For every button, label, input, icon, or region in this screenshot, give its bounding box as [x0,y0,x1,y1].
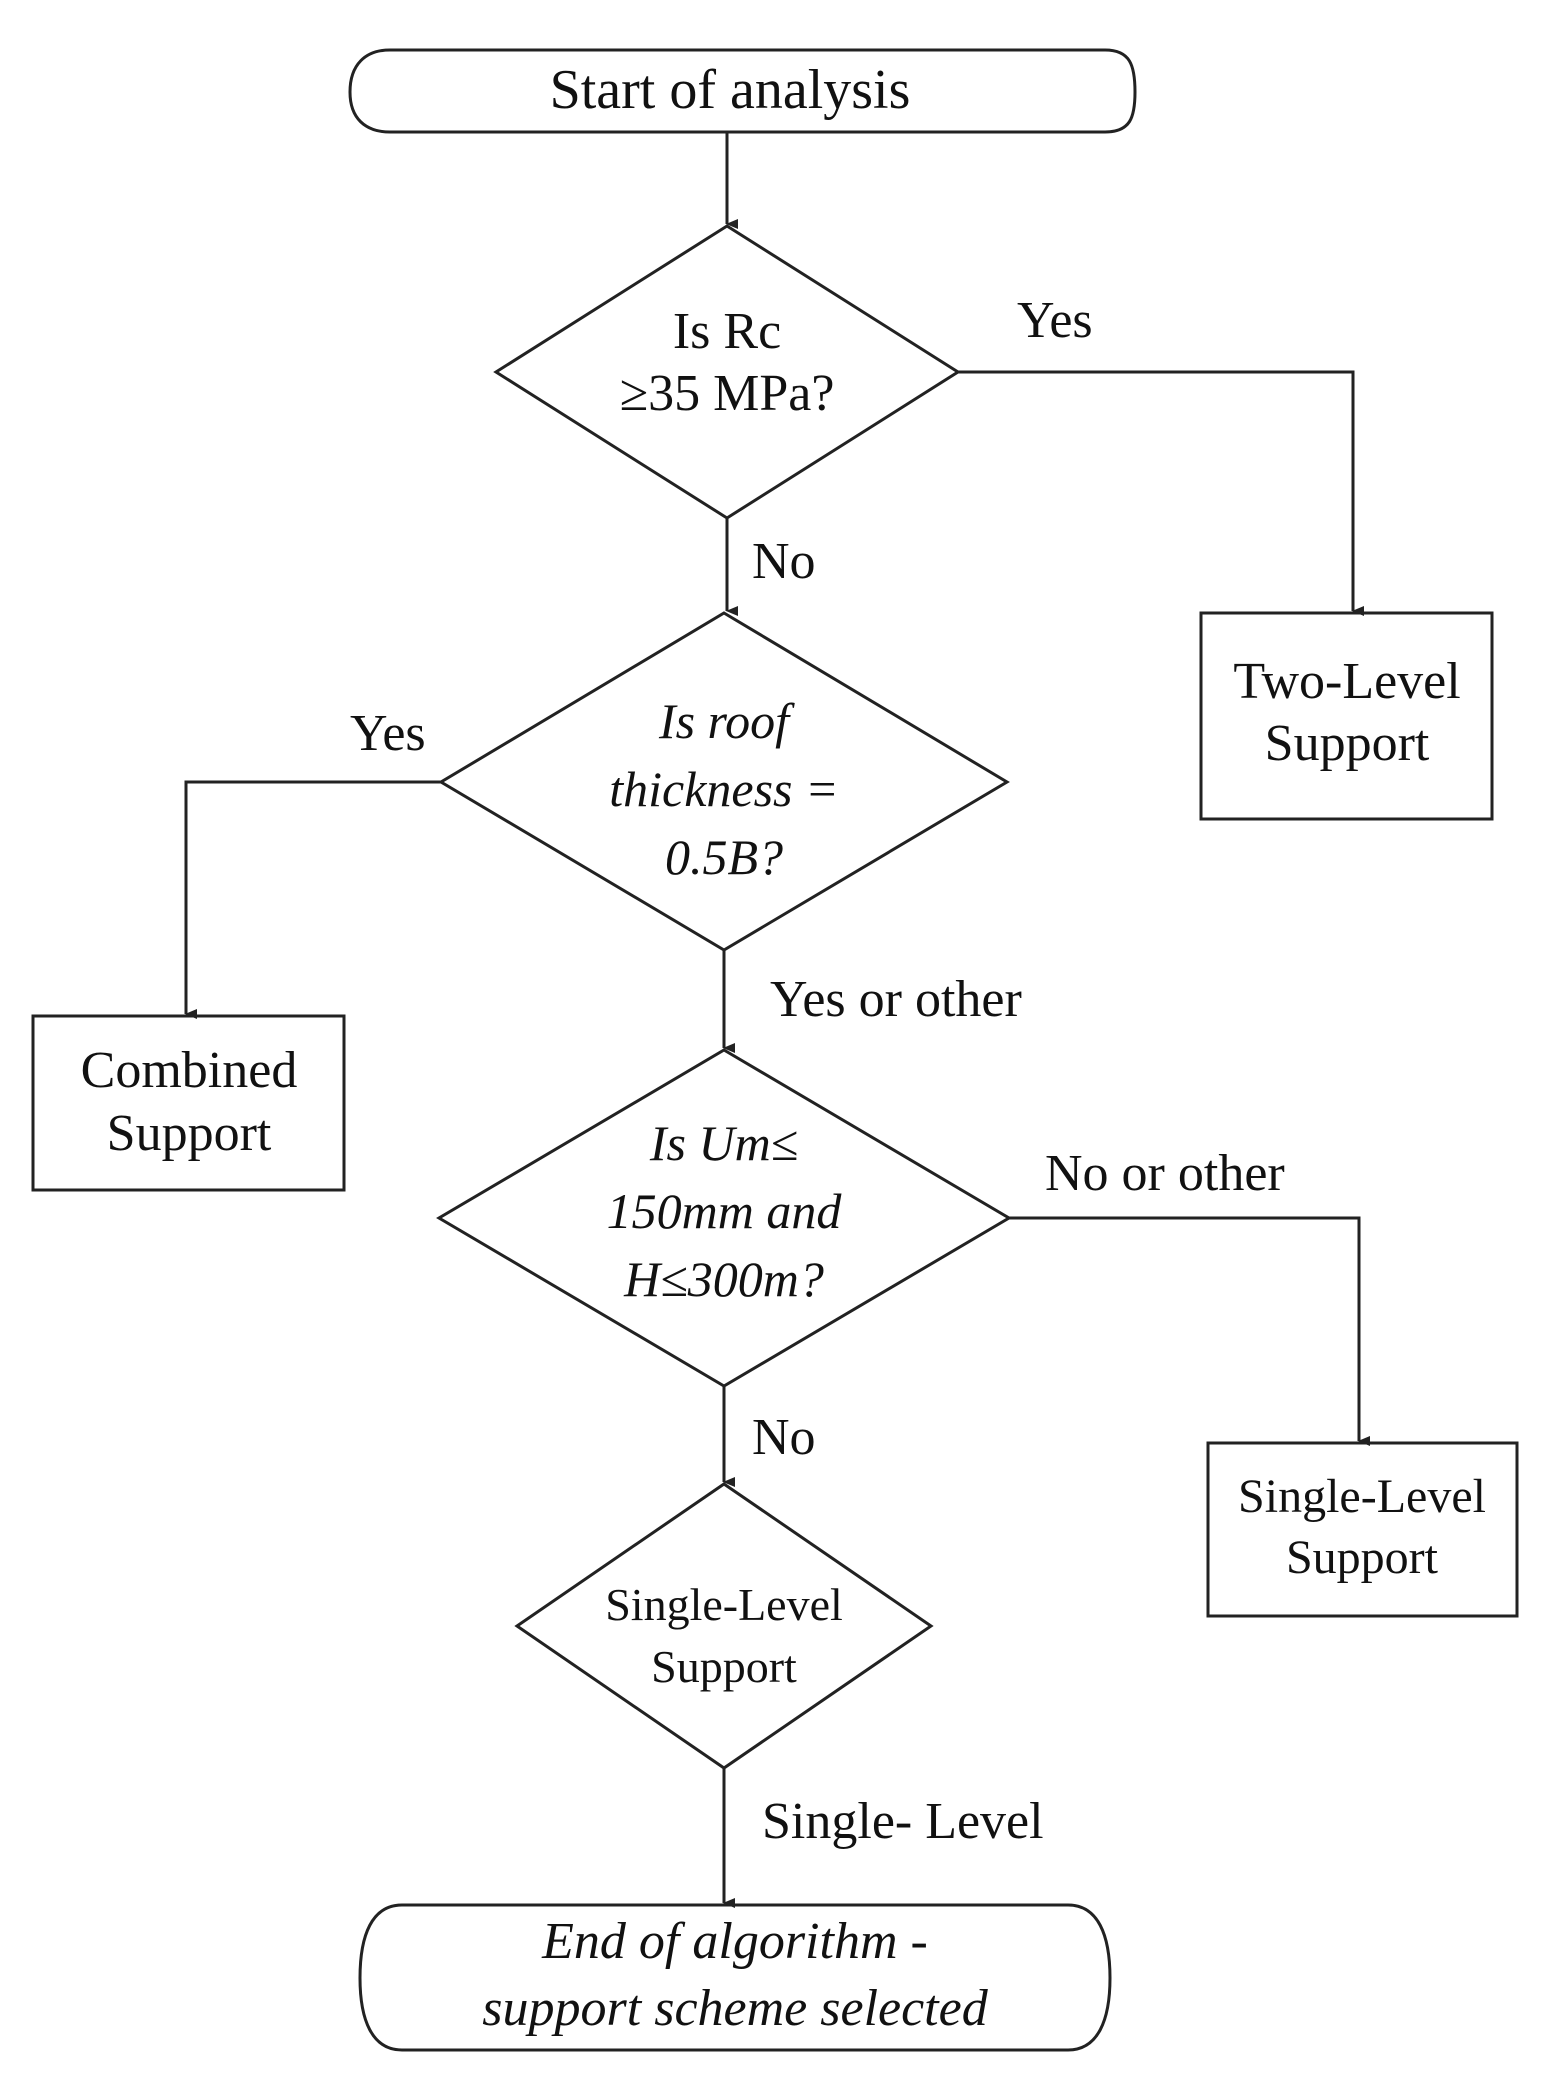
decision-rc: Is Rc ≥35 MPa? [493,224,961,520]
end-terminator-shape [358,1903,1112,2052]
single-level-support-right-box [1206,1441,1519,1618]
two-level-support-line-1: Two-Level [1233,653,1460,710]
decision-roof-line-3: 0.5B? [665,829,783,885]
start-node: Start of analysis [348,48,1137,134]
decision-rc-line-1: Is Rc [673,303,781,360]
single-level-support-diamond-line-2: Support [651,1641,797,1692]
two-level-support-node: Two-Level Support [1199,611,1494,821]
edge-rc-yes-to-two-level [958,370,1364,616]
edge-label-rc-yes: Yes [1017,292,1093,349]
combined-support-box [31,1014,346,1192]
edge-label-roof-yes-or-other: Yes or other [770,971,1022,1028]
edge-label-rc-no: No [752,533,816,590]
combined-support-node: Combined Support [31,1014,346,1192]
single-level-support-right-line-1: Single-Level [1238,1470,1486,1523]
edge-label-single-level: Single- Level [762,1793,1044,1850]
single-level-support-diamond: Single-Level Support [514,1482,934,1770]
edge-um-no-or-other-to-single-right [1009,1216,1370,1446]
edge-label-roof-yes: Yes [350,705,426,762]
two-level-support-box [1199,611,1494,821]
single-level-support-right-line-2: Support [1286,1531,1439,1584]
end-node: End of algorithm - support scheme select… [358,1903,1112,2052]
end-line-1: End of algorithm - [541,1913,928,1970]
decision-um-line-3: H≤300m? [623,1251,824,1307]
decision-roof-line-1: Is roof [658,693,795,749]
decision-roof-line-2: thickness = [609,761,839,817]
decision-roof: Is roof thickness = 0.5B? [438,611,1010,952]
single-level-support-diamond-line-1: Single-Level [605,1579,843,1630]
start-label: Start of analysis [550,59,911,121]
single-level-support-right-node: Single-Level Support [1206,1441,1519,1618]
two-level-support-line-2: Support [1265,715,1430,772]
combined-support-line-2: Support [107,1105,272,1162]
combined-support-line-1: Combined [81,1042,298,1099]
decision-rc-line-2: ≥35 MPa? [620,365,835,422]
edge-label-um-no-or-other: No or other [1045,1145,1285,1202]
decision-um-line-1: Is Um≤ [649,1115,798,1171]
decision-um-line-2: 150mm and [607,1183,843,1239]
edge-label-um-no: No [752,1409,816,1466]
edge-roof-yes-to-combined [184,780,441,1019]
end-line-2: support scheme selected [482,1980,988,2037]
decision-um: Is Um≤ 150mm and H≤300m? [436,1048,1012,1388]
start-terminator-shape [348,48,1137,134]
